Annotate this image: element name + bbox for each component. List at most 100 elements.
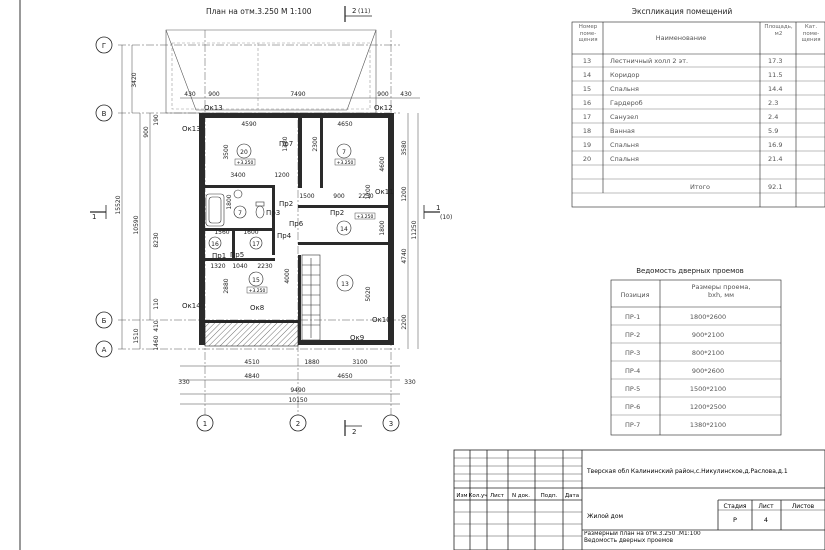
table-row: ПР-2 900*2100 <box>625 331 724 339</box>
tb-col-label: Лист <box>490 493 505 499</box>
axis-row-b: Б <box>95 311 113 329</box>
sink <box>233 189 243 199</box>
dim-bottom: 1880 <box>304 359 319 366</box>
total-label: Итого <box>690 183 710 191</box>
plan-title: План на отм.3.250 М 1:100 <box>206 7 312 16</box>
opening-label: Ок13 <box>182 125 201 133</box>
explication-header-number: Номер поме- щения <box>578 24 598 43</box>
dim-left: 10590 <box>133 215 140 234</box>
dim-inner: 3500 <box>223 144 230 159</box>
room-name-cell: Ванная <box>610 127 635 135</box>
opening-label: Ок8 <box>250 304 264 312</box>
dim-inner: 1040 <box>232 263 247 270</box>
explication-header: Номер поме- щения Наименование Площадь, … <box>578 24 820 43</box>
dim-inner: 900 <box>333 193 345 200</box>
room-level: +3.250 <box>237 160 254 166</box>
explication-header-area: Площадь, м2 <box>764 24 793 37</box>
room-area-cell: 17.3 <box>768 57 782 65</box>
dim-top: 7490 <box>290 91 305 98</box>
opening-label: Пр2 <box>330 209 344 217</box>
table-row: 16 Гардероб 2.3 <box>583 99 778 107</box>
room-area-cell: 5.9 <box>768 127 778 135</box>
opening-label: Ок10 <box>372 316 391 324</box>
toilet <box>255 201 265 219</box>
opening-label: Пр6 <box>289 220 304 228</box>
dim-right: 1200 <box>401 186 408 201</box>
room-marker-14: 14 <box>336 220 352 236</box>
dim-top: 430 <box>184 91 196 98</box>
dim-bottom: 3100 <box>352 359 367 366</box>
dim-left: 8230 <box>153 232 160 247</box>
table-row: 19 Спальня 16.9 <box>583 141 783 149</box>
door-position-cell: ПР-4 <box>625 367 640 375</box>
room-number: 17 <box>252 241 260 248</box>
dim-left: 1460 <box>153 335 160 350</box>
door-position-cell: ПР-5 <box>625 385 640 393</box>
dim-right: 11250 <box>411 220 418 239</box>
tb-address: Тверская обл Калининский район,с.Никулин… <box>586 468 788 475</box>
total-row: Итого 92.1 <box>690 183 783 191</box>
axis-col-1: 1 <box>196 414 214 432</box>
door-size-cell: 900*2100 <box>692 331 724 339</box>
doors-title: Ведомость дверных проемов <box>636 267 744 275</box>
room-marker-17: 17 <box>249 236 263 250</box>
tb-drawing-name: Размерный план на отм.3.250 .М1:100 Ведо… <box>584 531 701 544</box>
tb-object: Жилой дом <box>587 513 623 520</box>
opening-label: Пр2 <box>279 200 293 208</box>
dim-inner: 1380 <box>282 136 289 151</box>
axis-row-a-label: А <box>102 346 107 354</box>
door-size-cell: 1500*2100 <box>690 385 726 393</box>
axis-col-2: 2 <box>289 414 307 432</box>
door-size-cell: 800*2100 <box>692 349 724 357</box>
room-area-cell: 14.4 <box>768 85 782 93</box>
opening-label: Ок12 <box>374 104 393 112</box>
dim-left: 410 <box>153 320 160 332</box>
dim-inner: 1500 <box>299 193 314 200</box>
dim-inner: 2230 <box>257 263 272 270</box>
dim-inner: 1200 <box>274 172 289 179</box>
dim-inner: 2300 <box>312 136 319 151</box>
opening-label: Пр7 <box>279 140 293 148</box>
dim-inner: 1200 <box>365 184 372 199</box>
dimension-lines <box>121 45 420 405</box>
dim-inner: 4650 <box>337 121 352 128</box>
opening-label: Ок11 <box>375 188 394 196</box>
room-area-cell: 11.5 <box>768 71 782 79</box>
axis-col-3-label: 3 <box>389 420 393 428</box>
dim-right: 3580 <box>401 140 408 155</box>
dim-left: 15520 <box>115 195 122 214</box>
room-number: 13 <box>341 281 349 288</box>
dim-left: 3420 <box>131 72 138 87</box>
table-row: 18 Ванная 5.9 <box>583 127 778 135</box>
axis-row-a: А <box>95 340 113 358</box>
dim-inner: 4000 <box>284 268 291 283</box>
dim-top: 430 <box>400 91 412 98</box>
dim-inner: 1560 <box>214 229 229 236</box>
room-number: 7 <box>342 149 346 156</box>
table-row: ПР-1 1800*2600 <box>625 313 726 321</box>
opening-label: Ок14 <box>182 302 201 310</box>
dim-bottom: 4840 <box>244 373 259 380</box>
door-position-cell: ПР-7 <box>625 421 640 429</box>
room-marker-15: 15 +3.250 <box>246 271 268 294</box>
tb-col-label: Кол.уч <box>468 493 487 499</box>
axis-lines <box>118 30 400 415</box>
dim-left: 1510 <box>133 328 140 343</box>
room-num-cell: 13 <box>583 57 591 65</box>
room-marker-20: 20 +3.250 <box>234 143 256 166</box>
room-number: 7 <box>238 210 242 217</box>
room-area-cell: 21.4 <box>768 155 782 163</box>
room-number: 15 <box>252 277 260 284</box>
axis-row-b-label: Б <box>102 317 107 325</box>
dim-bottom: 4510 <box>244 359 259 366</box>
axis-row-g-label: Г <box>102 42 106 50</box>
doors-table <box>610 279 782 436</box>
dim-bottom: 330 <box>404 379 416 386</box>
room-num-cell: 17 <box>583 113 591 121</box>
section-mark-top-sheet: (11) <box>358 8 370 15</box>
dim-inner: 2250 <box>358 193 373 200</box>
axis-col-1-label: 1 <box>203 420 207 428</box>
axis-row-g: Г <box>95 36 113 54</box>
section-mark-left-label: 1 <box>92 213 96 221</box>
table-row: ПР-4 900*2600 <box>625 367 724 375</box>
